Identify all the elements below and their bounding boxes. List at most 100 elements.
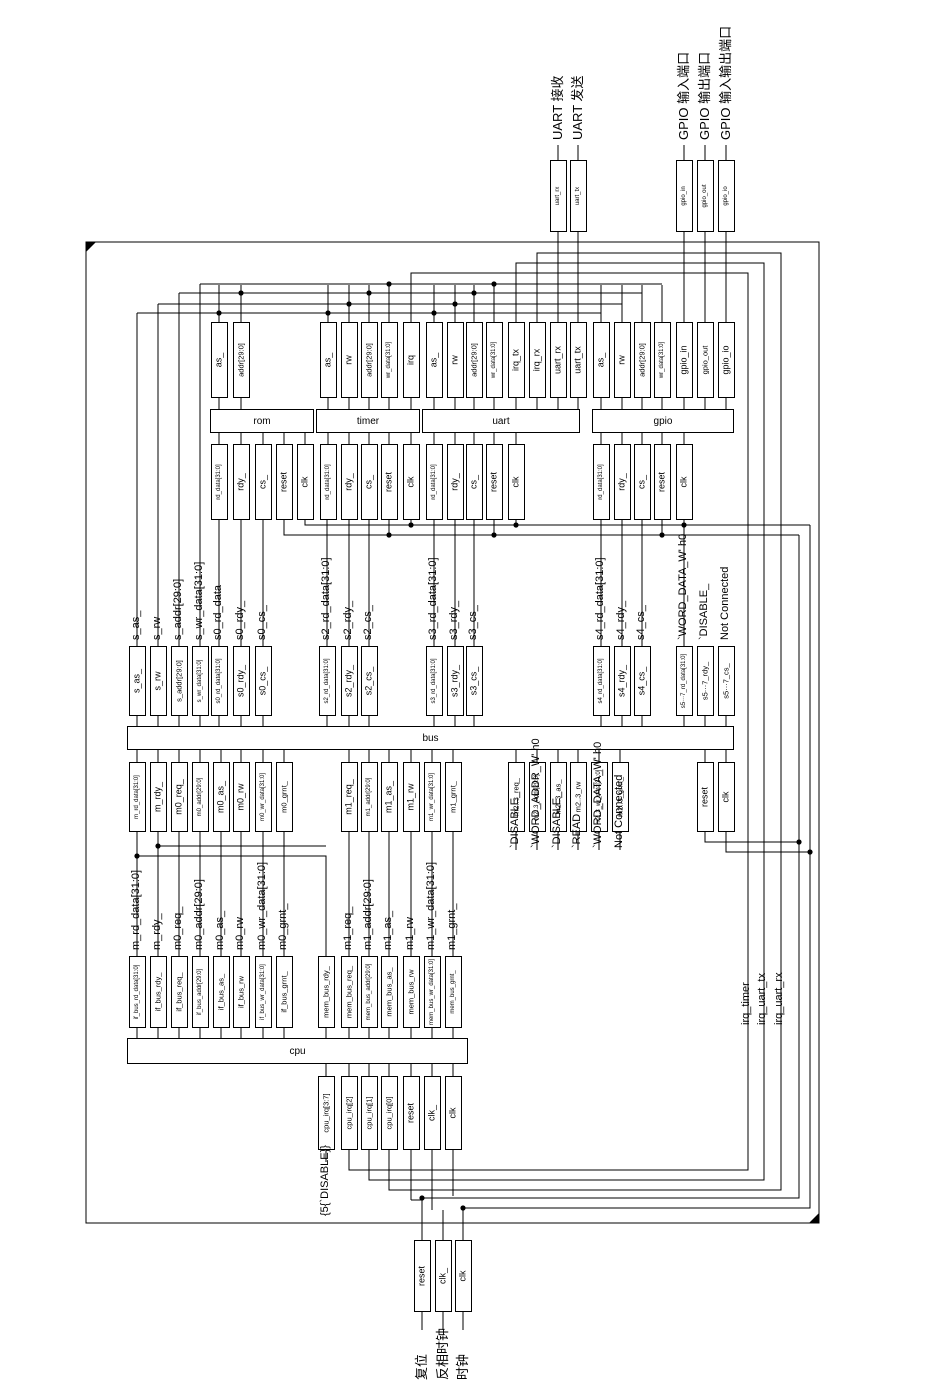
ext-pin-gpio_in: gpio_in [675, 160, 693, 232]
ext-pin-gpio_out-label: gpio_out [702, 184, 708, 208]
uart-pin-in-3-label: wr_data[31:0] [491, 341, 497, 379]
timer-pin-out-4-label: clk [405, 476, 416, 488]
bus-pin-bot-13: m1_grnt_ [444, 762, 462, 832]
cpu-pin-top-4-label: if_bus_as_ [216, 973, 226, 1011]
ext-label-uart-1-text: UART 发送 [570, 75, 585, 140]
junction-dot [386, 532, 392, 538]
bus-top-net-4-text: s0_rd_data [212, 584, 224, 640]
bus-pin-bot-12-label: m1_wr_data[31:0] [429, 772, 435, 822]
bus-pin-bot-21: clk [717, 762, 735, 832]
rom-pin-in-1-label: addr[29:0] [236, 343, 246, 377]
bus-top-net-15-text: s4_cs_ [635, 605, 647, 640]
bus-reset-wire [704, 832, 799, 843]
bus-pin-top-2: s_addr[29:0] [170, 646, 188, 716]
uart-pin-out-2-label: cs_ [468, 474, 479, 490]
rom-pin-out-0-label: rd_data[31:0] [216, 464, 222, 500]
bus-pin-bot-4-label: m0_as_ [215, 780, 226, 814]
module-gpio: gpio [592, 409, 734, 433]
bus-pin-top-0: s_as_ [128, 646, 146, 716]
cpu-pin-bot-6-label: clk [447, 1107, 458, 1119]
cpu-net-13-text: m1_grnt_ [446, 903, 458, 950]
cpu-net-1-text: m_rdy_ [151, 913, 163, 950]
junction-dot [513, 522, 519, 528]
bus-top-net-0-text: s_as_ [130, 610, 142, 640]
gpio-pin-out-1-label: rdy_ [616, 473, 627, 491]
timer-pin-out-4: clk [402, 444, 420, 520]
cpu-pin-bot-5: clk_ [423, 1076, 441, 1150]
uart-pin-out-1-label: rdy_ [449, 473, 460, 491]
gpio-pin-in-5-label: gpio_out [700, 345, 710, 375]
bus-pin-bot-1-label: m_rdy_ [152, 781, 163, 813]
ext-clk-pin-1: clk_ [434, 1240, 452, 1312]
bus-m23-const-2-text: `DISABLE_ [551, 791, 563, 848]
ext-label-gpio-0-text: GPIO 输入端口 [676, 51, 691, 140]
cpu-pin-bot-5-label: clk_ [426, 1104, 437, 1122]
uart-pin-in-7-label: uart_tx [572, 346, 583, 374]
bus-top-net-14-text: s4_rdy_ [615, 600, 627, 640]
junction-dot [491, 532, 497, 538]
uart-pin-out-3-label: reset [488, 471, 499, 493]
ext-pin-gpio_in-label: gpio_in [681, 186, 687, 206]
gpio-pin-in-1: rw [613, 322, 631, 398]
uart-pin-in-1-label: rw [449, 355, 460, 365]
bus-pin-bot-3-label: m0_addr[29:0] [197, 777, 203, 817]
cpu-pin-top-14: mem_bus_grnt_ [444, 956, 462, 1028]
junction-dot [155, 843, 161, 849]
bus-pin-bot-18: m2..3_wr_data[31:0] [590, 762, 608, 832]
frame-corner-tl [86, 242, 96, 252]
cpu-net-5-text: m0_rw [234, 916, 246, 950]
rom-pin-out-2: cs_ [254, 444, 272, 520]
irq_uart_rx-to-cpu [388, 1030, 782, 1191]
bus-pin-bot-0-label: m_rd_data[31:0] [134, 775, 140, 819]
bus-top-net-16-text: `WORD_DATA_W' h0 [677, 533, 689, 640]
cpu-pin-top-13: mem_bus_wr_data[31:0] [423, 956, 441, 1028]
bus-pin-bot-3: m0_addr[29:0] [191, 762, 209, 832]
bus-top-net-3-text: s_wr_data[31:0] [193, 561, 205, 640]
junction-dot [134, 853, 140, 859]
ext-clk-label-0-text: 复位 [414, 1353, 429, 1380]
ext-clk-label-2-text: 时钟 [455, 1353, 470, 1380]
gpio-pin-in-2-label: addr[29:0] [637, 343, 647, 377]
junction-dot [366, 290, 372, 296]
gpio-pin-in-0: as_ [592, 322, 610, 398]
rom-pin-in-0-label: as_ [213, 352, 224, 368]
gpio-pin-in-4: gpio_in [675, 322, 693, 398]
gpio-pin-out-1: rdy_ [613, 444, 631, 520]
cpu-net-7-text: m0_grnt_ [277, 903, 289, 950]
cpu-pin-top-5-label: if_bus_rw [236, 975, 246, 1009]
bus-top-net-1-text: s_rw [151, 616, 163, 640]
irq_uart_rx-wire [536, 252, 782, 1030]
irq_uart_tx-wire [515, 262, 765, 1030]
gpio-pin-out-2: cs_ [633, 444, 651, 520]
cpu-pin-top-6-label: if_bus_wr_data[31:0] [260, 964, 266, 1020]
ext-pin-gpio_out: gpio_out [696, 160, 714, 232]
junction-dot [386, 281, 392, 287]
cpu-pin-bot-0-label: cpu_irq[3:7] [321, 1093, 331, 1133]
junction-dot [346, 301, 352, 307]
timer-pin-out-1-label: rdy_ [343, 473, 354, 491]
module-rom: rom [210, 409, 314, 433]
timer-pin-in-1: rw [340, 322, 358, 398]
cpu-pin-bot-1: cpu_irq[2] [340, 1076, 358, 1150]
timer-pin-in-4: irq [402, 322, 420, 398]
module-bus: bus [127, 726, 734, 750]
junction-dot [238, 290, 244, 296]
bus-pin-top-6-label: s0_cs_ [257, 666, 268, 696]
bus-pin-bot-17-label: m2..3_rw [573, 781, 583, 813]
bus-pin-bot-1: m_rdy_ [149, 762, 167, 832]
ext-pin-gpio_io-label: gpio_io [723, 186, 729, 206]
cpu-pin-top-8-label: mem_bus_rdy_ [321, 966, 331, 1018]
uart-pin-in-3: wr_data[31:0] [485, 322, 503, 398]
bus-pin-top-15-label: s4_cs_ [636, 666, 647, 696]
module-bus-title: bus [422, 732, 439, 744]
bus-pin-top-18: s5···7_cs_ [717, 646, 735, 716]
bus-pin-bot-17: m2..3_rw [569, 762, 587, 832]
ext-clk-pin-1-label: clk_ [437, 1267, 448, 1285]
module-timer: timer [316, 409, 420, 433]
uart-pin-out-2: cs_ [465, 444, 483, 520]
gpio-pin-out-3: reset [653, 444, 671, 520]
cpu-pin-top-1-label: if_bus_rdy_ [153, 972, 163, 1012]
bus-pin-bot-16: m2..3_as_ [549, 762, 567, 832]
bus-pin-bot-9: m1_addr[29:0] [360, 762, 378, 832]
gpio-pin-out-2-label: cs_ [636, 474, 647, 490]
